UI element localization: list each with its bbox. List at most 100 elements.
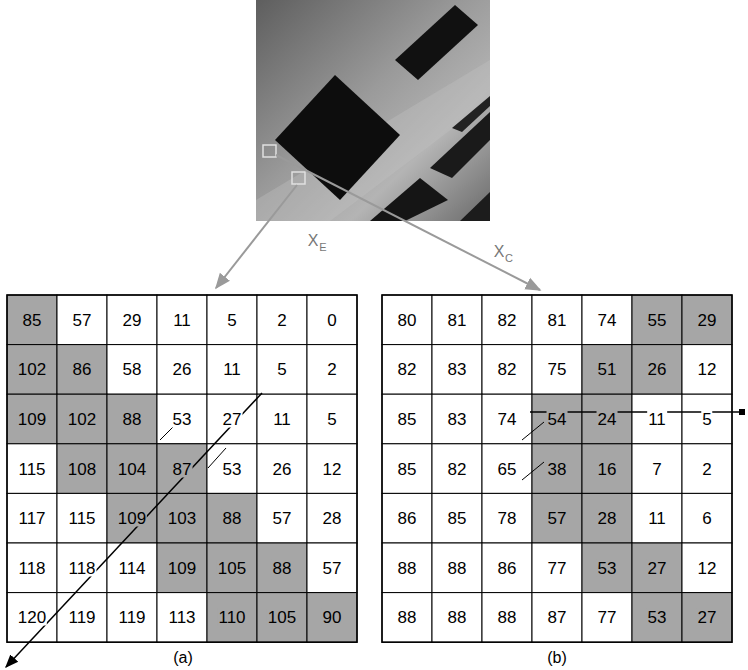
table-cell-value: 110	[217, 609, 246, 626]
table-frame	[382, 295, 732, 642]
table-cell-value: 78	[497, 510, 518, 527]
table-cell-value: 29	[697, 311, 718, 328]
table-cell-value: 54	[547, 411, 568, 428]
pointer-subscript: E	[318, 242, 327, 253]
table-cell	[682, 345, 732, 395]
table-cell	[157, 295, 207, 345]
table-cell	[682, 543, 732, 593]
table-cell-value: 82	[397, 361, 418, 378]
table-cell	[307, 493, 357, 543]
table-cell-value: 5	[701, 411, 712, 428]
photo	[256, 0, 490, 221]
table-cell	[157, 593, 207, 643]
table-cell	[57, 394, 107, 444]
table-cell	[382, 345, 432, 395]
table-cell	[107, 493, 157, 543]
table-cell-value: 83	[447, 411, 468, 428]
table-cell	[682, 493, 732, 543]
table-cell	[482, 493, 532, 543]
table-cell-value: 87	[547, 609, 568, 626]
table-cell-value: 120	[17, 609, 47, 626]
table-cell-value: 115	[17, 460, 46, 477]
table-cell	[257, 493, 307, 543]
table-cell	[57, 345, 107, 395]
table-cell-value: 12	[697, 559, 718, 576]
table-cell	[632, 593, 682, 643]
table-cell	[682, 394, 732, 444]
table-cell	[157, 543, 207, 593]
table-cell-value: 27	[697, 609, 718, 626]
table-cell	[382, 295, 432, 345]
panel-label: (a)	[172, 650, 194, 666]
table-cell-value: 53	[647, 609, 668, 626]
table-cell	[632, 444, 682, 494]
gradient-markers	[6, 393, 745, 667]
table-cell	[307, 444, 357, 494]
pointer-subscript: C	[504, 253, 514, 264]
table-cell-value: 85	[397, 460, 418, 477]
table-cell-value: 88	[272, 559, 293, 576]
table-cell-value: 74	[497, 411, 518, 428]
table-cell-value: 53	[222, 460, 243, 477]
table-cell-value: 24	[597, 411, 618, 428]
table-cell	[257, 543, 307, 593]
table-cell	[207, 543, 257, 593]
table-cell	[532, 593, 582, 643]
table-cell	[482, 394, 532, 444]
table-cell-value: 28	[322, 510, 343, 527]
table-cell-value: 58	[122, 361, 143, 378]
table-cell	[57, 593, 107, 643]
table-cell-value: 11	[647, 411, 667, 428]
table-cell	[7, 493, 57, 543]
table-cell-value: 77	[547, 559, 568, 576]
table-cell	[307, 394, 357, 444]
table-cell-value: 82	[447, 460, 468, 477]
table-cell	[582, 444, 632, 494]
table-cell	[57, 295, 107, 345]
table-cell-value: 90	[322, 609, 343, 626]
table-cell	[582, 345, 632, 395]
table-cell-value: 65	[497, 460, 518, 477]
table-cell-value: 114	[117, 559, 146, 576]
table-cell	[382, 493, 432, 543]
table-cell	[382, 444, 432, 494]
arrow-end	[739, 409, 745, 415]
table-cell	[632, 345, 682, 395]
table-cell	[632, 493, 682, 543]
table-cell-value: 27	[647, 559, 668, 576]
table-cell	[632, 394, 682, 444]
table-cell	[157, 394, 207, 444]
table-cell	[157, 345, 207, 395]
table-cell-value: 55	[647, 311, 668, 328]
table-cell	[207, 444, 257, 494]
table-cell	[432, 543, 482, 593]
table-cell-value: 2	[276, 311, 287, 328]
table-cell-value: 5	[226, 311, 237, 328]
table-cell-value: 82	[497, 361, 518, 378]
table-cell	[207, 593, 257, 643]
table-cell-value: 5	[326, 411, 337, 428]
table-cell	[482, 444, 532, 494]
table-cell-value: 81	[547, 311, 568, 328]
table-cell-value: 86	[397, 510, 418, 527]
table-cell-value: 109	[117, 510, 147, 527]
table-cell-value: 109	[17, 411, 47, 428]
table-cell-value: 80	[397, 311, 418, 328]
table-cell	[482, 543, 532, 593]
table-cell-value: 57	[272, 510, 293, 527]
table-cell-value: 104	[117, 460, 147, 477]
table-cell	[257, 593, 307, 643]
table-cell	[107, 593, 157, 643]
table-cell	[307, 345, 357, 395]
table-cell-value: 82	[497, 311, 518, 328]
table-cell	[7, 345, 57, 395]
table-cell-value: 103	[167, 510, 197, 527]
table-cell-value: 12	[322, 460, 343, 477]
table-cell-value: 26	[647, 361, 668, 378]
table-cell	[7, 444, 57, 494]
sample-box	[292, 172, 305, 184]
table-cell	[432, 493, 482, 543]
table-cell-value: 87	[172, 460, 193, 477]
